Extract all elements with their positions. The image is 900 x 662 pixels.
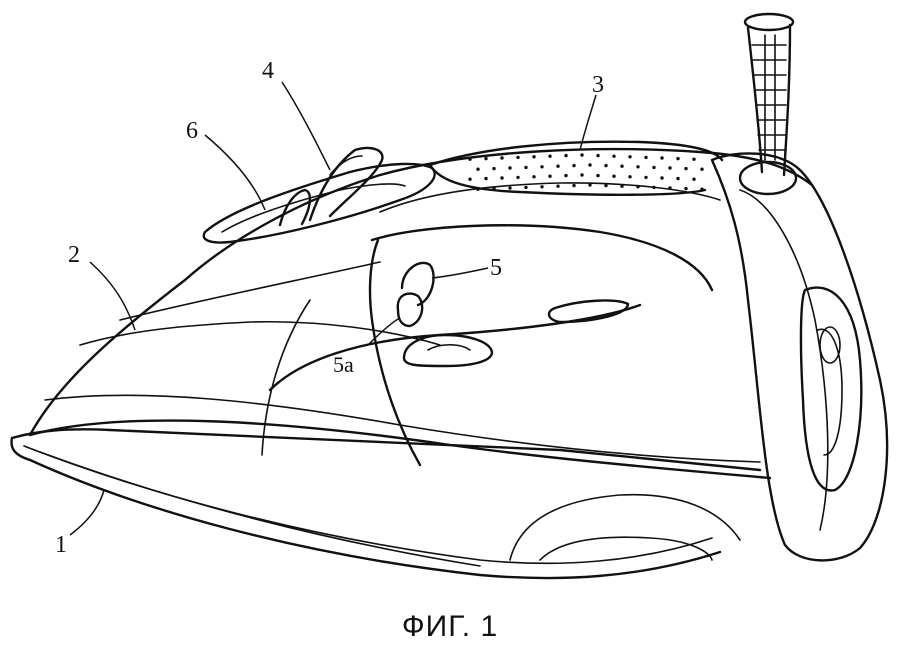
tank-dot <box>684 166 688 171</box>
tank-dot <box>620 184 624 188</box>
soleplate <box>10 428 762 580</box>
tank-dot <box>580 153 584 157</box>
tank-dot <box>468 177 472 181</box>
tank-dot <box>500 156 504 160</box>
handle <box>268 224 714 392</box>
tank-dot <box>588 183 592 187</box>
tank-dot <box>644 175 648 180</box>
tank-dot <box>620 164 624 168</box>
tank-dot <box>588 163 592 167</box>
tank-dot <box>476 167 480 171</box>
tank-dot <box>556 164 560 168</box>
tank-dot <box>604 183 608 188</box>
tank-dot <box>668 186 672 190</box>
tank-dot <box>676 156 680 161</box>
iron-heel <box>710 152 889 562</box>
tank-dot <box>636 165 640 169</box>
tank-dot <box>644 155 648 160</box>
tank-dot <box>676 176 680 181</box>
label-6: 6 <box>186 118 198 144</box>
tank-dot <box>628 175 632 179</box>
tank-dot <box>628 155 632 159</box>
label-4: 4 <box>262 58 274 84</box>
label-2: 2 <box>68 242 80 268</box>
tank-dot <box>668 166 672 170</box>
iron-body <box>28 147 814 561</box>
leader-lines <box>69 81 597 536</box>
figure-caption: ФИГ. 1 <box>401 610 499 643</box>
tank-dot <box>652 165 656 170</box>
tank-dot <box>492 186 496 191</box>
tank-dot <box>660 156 664 160</box>
tank-dot <box>604 163 608 168</box>
tank-dot <box>468 157 472 161</box>
tank-dot <box>540 165 544 169</box>
power-cord <box>738 12 798 196</box>
tank-dot <box>508 186 512 190</box>
tank-dot <box>564 173 568 178</box>
tank-dot <box>692 177 696 181</box>
tank-dot <box>492 166 496 171</box>
tank-dot <box>556 184 560 188</box>
tank-dot <box>572 183 576 188</box>
tank-dot <box>700 187 704 191</box>
label-1: 1 <box>55 532 67 558</box>
tank-dot <box>508 166 512 170</box>
tank-dot <box>572 163 576 168</box>
tank-dot <box>652 185 656 190</box>
tank-dot <box>596 173 600 178</box>
tank-dot <box>484 156 488 161</box>
tank-dot <box>684 186 688 191</box>
tank-dot <box>580 173 584 177</box>
label-5: 5 <box>490 255 502 281</box>
tank-dot <box>500 176 504 180</box>
tank-dot <box>636 185 640 189</box>
tank-dot <box>700 167 704 171</box>
tank-dot <box>548 174 552 178</box>
tank-dot <box>692 157 696 161</box>
tank-dot <box>484 176 488 181</box>
steam-dial <box>202 146 436 244</box>
tank-dot <box>564 153 568 158</box>
water-tank <box>379 140 724 213</box>
label-5a: 5a <box>333 352 354 377</box>
tank-dot <box>476 187 480 191</box>
tank-dot <box>548 154 552 158</box>
tank-dot <box>540 185 544 189</box>
tank-dot <box>532 155 536 159</box>
tank-dot <box>532 175 536 179</box>
tank-dot <box>596 153 600 158</box>
tank-dot <box>612 174 616 178</box>
tank-dot <box>612 154 616 158</box>
tank-dot <box>516 175 520 180</box>
tank-dot <box>524 165 528 170</box>
tank-dot <box>516 155 520 160</box>
tank-dot <box>524 185 528 190</box>
label-3: 3 <box>592 72 604 98</box>
tank-dot-pattern <box>468 153 704 191</box>
tank-dot <box>660 176 664 180</box>
